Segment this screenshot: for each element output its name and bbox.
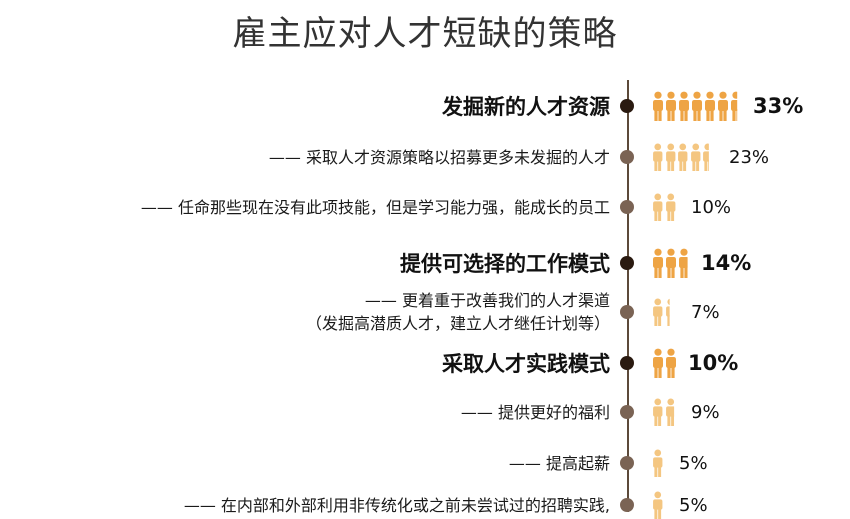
data-label: 7% — [691, 301, 720, 323]
timeline-marker — [620, 456, 634, 470]
sub-strategy-label: —— 任命那些现在没有此项技能，但是学习能力强，能成长的员工 — [141, 196, 610, 219]
person-icon — [665, 143, 675, 171]
category-label-line: 发掘新的人才资源 — [442, 95, 610, 119]
pictogram-bar — [652, 143, 715, 171]
pictogram-bar — [652, 348, 678, 378]
data-label: 9% — [691, 401, 720, 423]
person-icon — [653, 398, 663, 426]
person-icon — [703, 143, 709, 171]
chart-title: 雇主应对人才短缺的策略 — [232, 14, 618, 54]
timeline-marker — [620, 405, 634, 419]
timeline-marker — [620, 150, 634, 164]
pictogram-bar — [652, 91, 743, 121]
person-icon — [690, 143, 700, 171]
person-icon — [705, 91, 715, 121]
sub-strategy-label: —— 采取人才资源策略以招募更多未发掘的人才 — [269, 146, 610, 169]
person-icon — [653, 143, 663, 171]
sub-strategy-label: —— 更着重于改善我们的人才渠道 （发掘高潜质人才，建立人才继任计划等） — [306, 289, 610, 335]
category-label-line: —— 提高起薪 — [508, 453, 610, 473]
pictogram-bar — [652, 193, 677, 221]
timeline-marker — [620, 256, 634, 270]
person-icon — [653, 298, 663, 326]
strategy-label: 发掘新的人才资源 — [442, 91, 610, 121]
strategy-label: 提供可选择的工作模式 — [400, 248, 610, 278]
category-label-line: —— 提供更好的福利 — [460, 402, 610, 422]
data-label: 14% — [701, 251, 752, 275]
person-icon — [666, 348, 676, 378]
category-label-line: —— 更着重于改善我们的人才渠道 — [364, 291, 610, 310]
data-label: 33% — [753, 94, 804, 118]
data-label: 5% — [679, 494, 708, 516]
sub-strategy-label: —— 提高起薪 — [509, 452, 610, 475]
data-label: 10% — [688, 351, 739, 375]
pictogram-bar — [652, 298, 677, 326]
pictogram-bar — [652, 398, 677, 426]
timeline-axis — [627, 80, 629, 512]
timeline-marker — [620, 99, 634, 113]
sub-strategy-label: —— 提供更好的福利 — [461, 401, 610, 424]
category-label-line: 采取人才实践模式 — [442, 352, 610, 376]
person-icon — [665, 193, 675, 221]
person-icon — [678, 143, 688, 171]
person-icon — [679, 248, 688, 278]
strategy-label: 采取人才实践模式 — [442, 348, 610, 378]
data-label: 5% — [679, 452, 708, 474]
person-icon — [666, 91, 676, 121]
person-icon — [665, 298, 670, 326]
person-icon — [653, 348, 663, 378]
timeline-marker — [620, 305, 634, 319]
sub-strategy-label: —— 在内部和外部利用非传统化或之前未尝试过的招聘实践, — [184, 494, 610, 517]
timeline-marker — [620, 200, 634, 214]
person-icon — [718, 91, 728, 121]
person-icon — [731, 91, 738, 121]
person-icon — [666, 248, 676, 278]
person-icon — [679, 91, 689, 121]
person-icon — [653, 491, 663, 519]
timeline-marker — [620, 356, 634, 370]
person-icon — [653, 193, 663, 221]
category-label-line: —— 任命那些现在没有此项技能，但是学习能力强，能成长的员工 — [140, 197, 610, 217]
timeline-marker — [620, 498, 634, 512]
category-label-line: 提供可选择的工作模式 — [400, 252, 610, 276]
pictogram-bar — [652, 491, 665, 519]
person-icon — [665, 398, 674, 426]
person-icon — [692, 91, 702, 121]
person-icon — [653, 449, 663, 477]
person-icon — [653, 248, 663, 278]
category-label-line: —— 采取人才资源策略以招募更多未发掘的人才 — [268, 147, 610, 167]
category-label-line: （发掘高潜质人才，建立人才继任计划等） — [305, 314, 610, 334]
pictogram-bar — [652, 449, 665, 477]
pictogram-bar — [652, 248, 691, 278]
person-icon — [653, 91, 663, 121]
data-label: 10% — [691, 196, 732, 218]
category-label-line: —— 在内部和外部利用非传统化或之前未尝试过的招聘实践, — [183, 495, 610, 515]
data-label: 23% — [729, 146, 770, 168]
